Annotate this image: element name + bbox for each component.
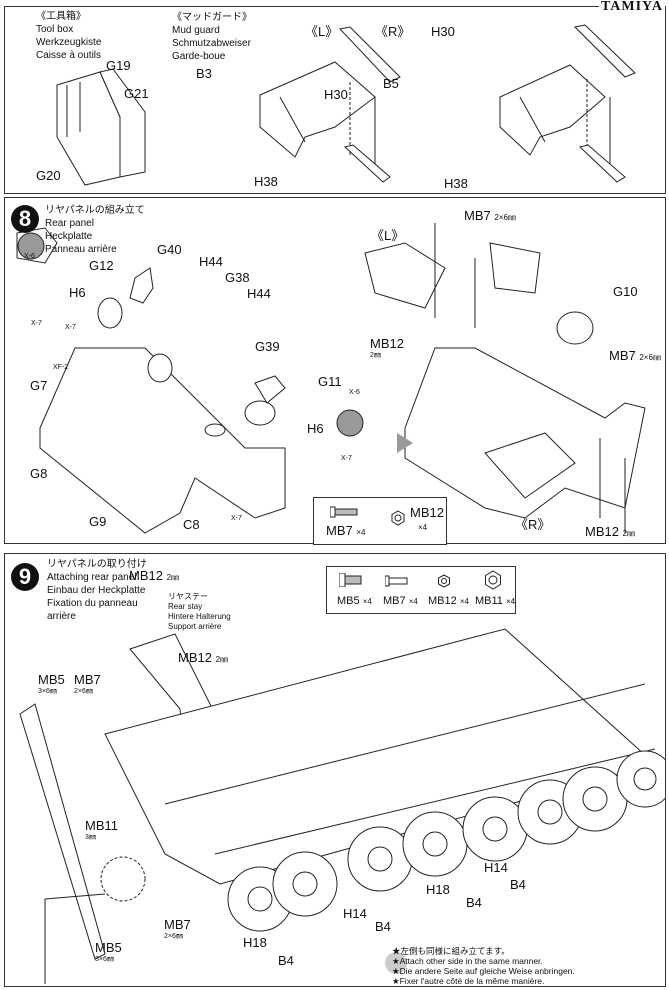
paint-label: X-7 (231, 515, 242, 522)
part-label: G21 (124, 86, 149, 101)
nut-label: MB12 2㎜ (129, 568, 180, 583)
part-label: H30 (324, 87, 348, 102)
screw-size: 3×6㎜ (38, 688, 57, 695)
screw-size: 3×6㎜ (95, 956, 114, 963)
mudguard-title: 《マッドガード》 Mud guard Schmutzabweiser Garde… (172, 12, 252, 62)
part-label: B4 (375, 919, 391, 934)
part-count: MB12 (410, 505, 444, 520)
step-8-title: リヤパネルの組み立て Rear panel Heckplatte Panneau… (45, 205, 145, 255)
part-label: H18 (243, 935, 267, 950)
side-label-right: 《R》 (515, 517, 551, 532)
part-label: G12 (89, 258, 114, 273)
part-label: H6 (69, 285, 86, 300)
part-label: G19 (106, 58, 131, 73)
nut-size: 3㎜ (85, 834, 96, 841)
part-label: H6 (307, 421, 324, 436)
part-label: H44 (199, 254, 223, 269)
part-label: H38 (444, 176, 468, 191)
screw-large-icon (339, 573, 362, 587)
side-label-left: 《L》 (371, 228, 405, 243)
progress-arrow-icon (397, 433, 413, 453)
paint-label: X-7 (65, 324, 76, 331)
nut-label: MB11 (85, 818, 118, 833)
screw-icon (330, 506, 358, 518)
part-label: G39 (255, 339, 280, 354)
hex-nut-icon (391, 510, 405, 526)
part-count: MB12 ×4 (428, 595, 469, 607)
toolbox-mudguard-drawing (56, 24, 636, 186)
paint-label: X-7 (341, 455, 352, 462)
part-label: H14 (343, 906, 367, 921)
screw-size: 2×6㎜ (74, 688, 93, 695)
paint-label: X-6 (24, 253, 35, 260)
screw-label: MB5 (38, 672, 65, 687)
side-label-left: 《L》 (305, 24, 339, 39)
nut-label: MB12 (370, 336, 404, 351)
part-label: G40 (157, 242, 182, 257)
part-label: C8 (183, 517, 200, 532)
nut-size: 2㎜ (370, 352, 381, 359)
toolbox-mudguard-panel: 《工具箱》 Tool box Werkzeugkiste Caisse à ou… (4, 6, 666, 194)
part-label: B5 (383, 76, 399, 91)
part-label: H14 (484, 860, 508, 875)
screw-label: MB7 2×6㎜ (464, 208, 516, 223)
screw-label: MB7 2×6㎜ (609, 348, 661, 363)
part-label: B4 (466, 895, 482, 910)
part-count: MB7 ×4 (383, 595, 418, 607)
step-9-panel: 9 リヤパネルの取り付け Attaching rear panel Einbau… (4, 553, 666, 987)
part-label: G9 (89, 514, 107, 529)
part-label: G7 (30, 378, 48, 393)
chassis-drawing (19, 628, 665, 984)
nut-label: MB12 2㎜ (178, 650, 229, 665)
screw-label: MB7 (164, 917, 191, 932)
assembly-note: ★左側も同様に組み立てます。 ★Attach other side in the… (392, 946, 575, 986)
part-label: G10 (613, 284, 638, 299)
paint-label: X-6 (349, 389, 360, 396)
toolbox-title: 《工具箱》 Tool box Werkzeugkiste Caisse à ou… (36, 11, 102, 61)
step-number: 8 (11, 205, 39, 233)
nut-label: MB12 2㎜ (585, 524, 636, 539)
part-label: G20 (36, 168, 61, 183)
parts-box: MB7 ×4 MB12 ×4 (313, 497, 447, 545)
part-label: B3 (196, 66, 212, 81)
part-label: H18 (426, 882, 450, 897)
note-marker-icon (385, 952, 407, 974)
part-count: MB7 ×4 (326, 523, 366, 538)
part-count: MB11 ×4 (475, 595, 516, 607)
part-label: H38 (254, 174, 278, 189)
paint-label: X-7 (31, 320, 42, 327)
part-label: B4 (278, 953, 294, 968)
part-qty: ×4 (418, 523, 428, 532)
brand-logo: TAMIYA (598, 0, 665, 14)
hex-nut-large-icon (485, 570, 501, 590)
screw-label: MB7 (74, 672, 101, 687)
part-label: G11 (318, 374, 342, 389)
part-label: H44 (247, 286, 271, 301)
parts-box: MB5 ×4 MB7 ×4 MB12 ×4 MB11 ×4 (326, 566, 516, 614)
rear-stay-label: リヤステー Rear stay Hintere Halterung Suppor… (168, 592, 231, 631)
rear-panel-drawing (16, 223, 646, 534)
part-label: B4 (510, 877, 526, 892)
side-label-right: 《R》 (375, 24, 411, 39)
step-9-title: リヤパネルの取り付け Attaching rear panel Einbau d… (47, 559, 147, 622)
part-count: MB5 ×4 (337, 595, 372, 607)
step-8-panel: 8 リヤパネルの組み立て Rear panel Heckplatte Panne… (4, 197, 666, 545)
screw-size: 2×6㎜ (164, 933, 183, 940)
part-label: H30 (431, 24, 455, 39)
step-number: 9 (11, 563, 39, 591)
screw-icon (385, 575, 408, 587)
part-label: G8 (30, 466, 48, 481)
hex-nut-small-icon (438, 574, 450, 588)
paint-label: XF-2 (53, 364, 69, 371)
screw-label: MB5 (95, 940, 122, 955)
part-label: G38 (225, 270, 250, 285)
